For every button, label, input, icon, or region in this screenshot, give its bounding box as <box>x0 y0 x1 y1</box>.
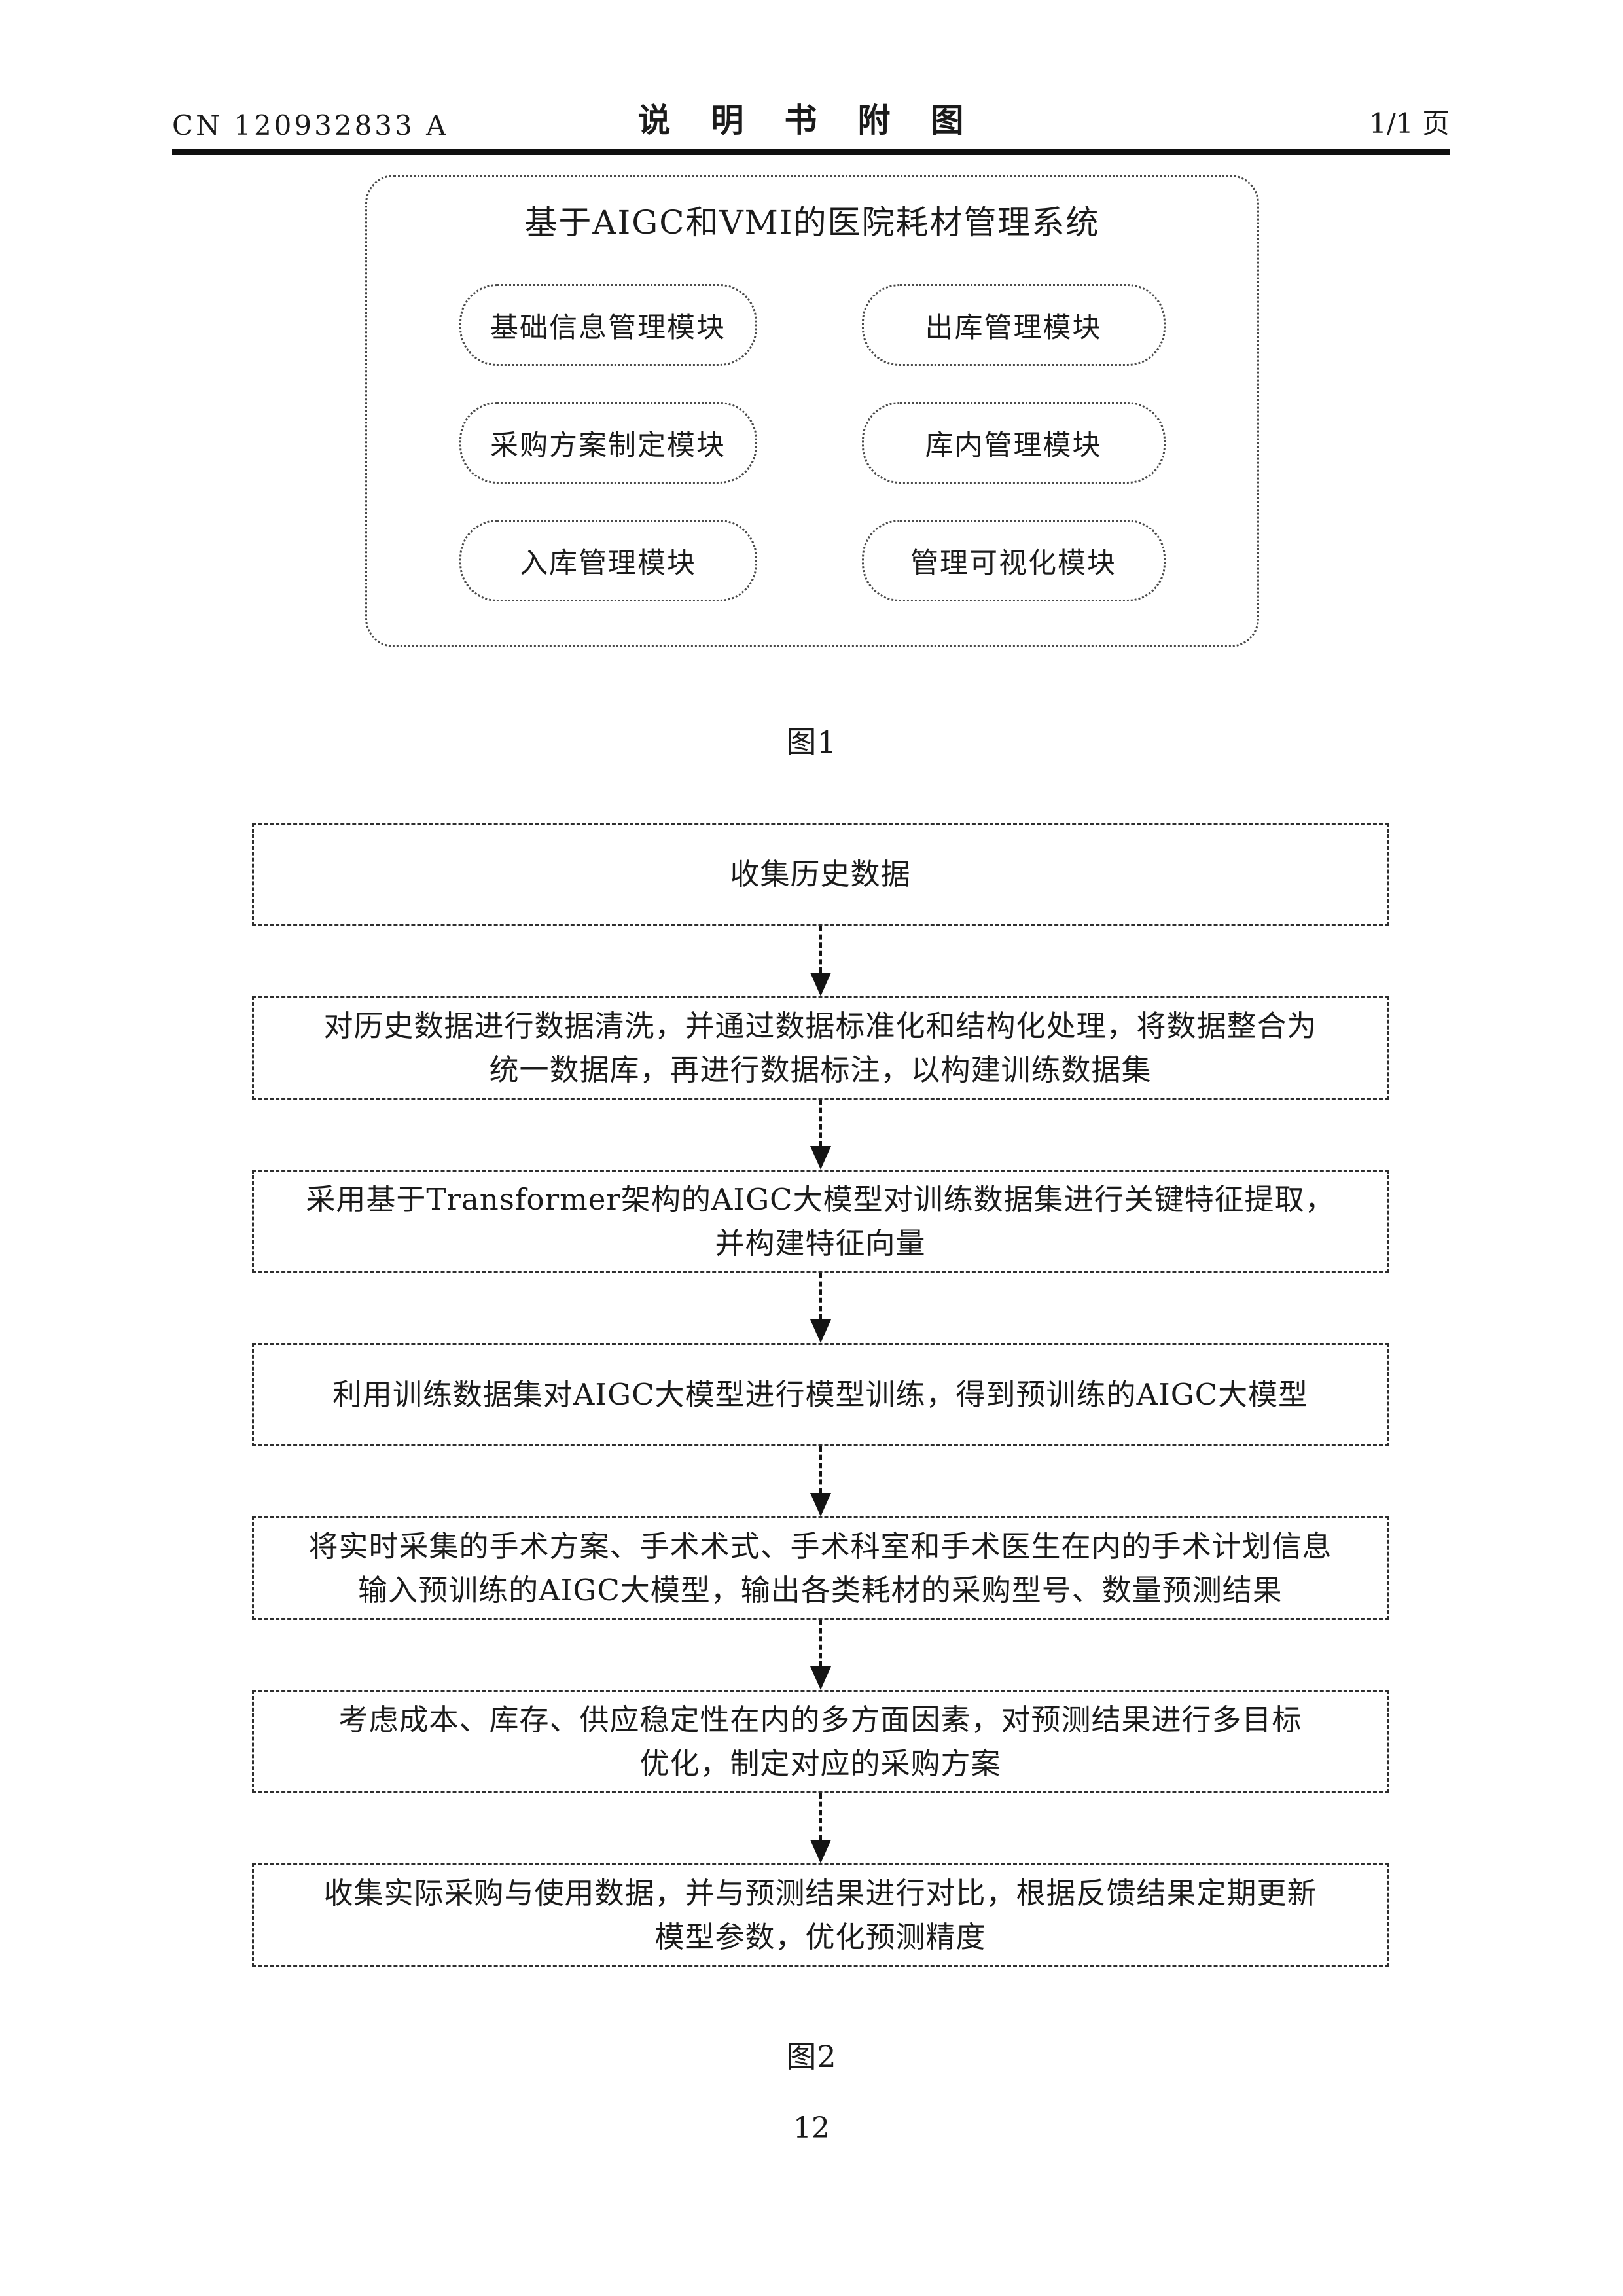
module-box-outbound-management: 出库管理模块 <box>861 284 1166 366</box>
flow-arrow-5 <box>810 1620 831 1690</box>
arrow-head-icon <box>810 1840 831 1863</box>
page-number: 12 <box>793 2111 830 2145</box>
system-title: 基于AIGC和VMI的医院耗材管理系统 <box>524 204 1100 242</box>
arrow-shaft <box>819 1100 822 1146</box>
arrow-shaft <box>819 1273 822 1319</box>
module-grid: 基础信息管理模块 出库管理模块 采购方案制定模块 库内管理模块 入库管理模块 管… <box>367 284 1257 601</box>
flow-arrow-4 <box>810 1446 831 1516</box>
flow-step-6: 考虑成本、库存、供应稳定性在内的多方面因素，对预测结果进行多目标 优化，制定对应… <box>252 1690 1389 1793</box>
flow-arrow-1 <box>810 926 831 996</box>
flow-arrow-3 <box>810 1273 831 1343</box>
figure1-system-diagram: 基于AIGC和VMI的医院耗材管理系统 基础信息管理模块 出库管理模块 采购方案… <box>365 175 1259 647</box>
figure2-flowchart: 收集历史数据 对历史数据进行数据清洗，并通过数据标准化和结构化处理，将数据整合为… <box>252 823 1389 1967</box>
flow-step-1: 收集历史数据 <box>252 823 1389 926</box>
figure2-caption: 图2 <box>786 2039 837 2074</box>
module-box-procurement-plan: 采购方案制定模块 <box>459 402 757 484</box>
arrow-head-icon <box>810 973 831 996</box>
arrow-shaft <box>819 1620 822 1666</box>
page-header: CN 120932833 A 说明书附图 1/1 页 <box>172 101 1450 141</box>
arrow-head-icon <box>810 1146 831 1170</box>
flow-arrow-2 <box>810 1100 831 1170</box>
flow-arrow-6 <box>810 1793 831 1863</box>
arrow-head-icon <box>810 1666 831 1690</box>
arrow-head-icon <box>810 1319 831 1343</box>
document-title: 说明书附图 <box>637 101 1005 139</box>
module-box-visualization: 管理可视化模块 <box>861 520 1166 601</box>
flow-step-3: 采用基于Transformer架构的AIGC大模型对训练数据集进行关键特征提取，… <box>252 1170 1389 1273</box>
module-box-inbound-management: 入库管理模块 <box>459 520 757 601</box>
module-box-basic-info: 基础信息管理模块 <box>459 284 757 366</box>
flow-step-5: 将实时采集的手术方案、手术术式、手术科室和手术医生在内的手术计划信息 输入预训练… <box>252 1516 1389 1620</box>
header-rule <box>172 149 1450 155</box>
module-box-warehouse-management: 库内管理模块 <box>861 402 1166 484</box>
flow-step-4: 利用训练数据集对AIGC大模型进行模型训练，得到预训练的AIGC大模型 <box>252 1343 1389 1446</box>
flow-step-7: 收集实际采购与使用数据，并与预测结果进行对比，根据反馈结果定期更新 模型参数，优… <box>252 1863 1389 1967</box>
figure1-caption: 图1 <box>786 725 837 760</box>
arrow-shaft <box>819 926 822 973</box>
flow-step-2: 对历史数据进行数据清洗，并通过数据标准化和结构化处理，将数据整合为 统一数据库，… <box>252 996 1389 1100</box>
arrow-shaft <box>819 1446 822 1493</box>
arrow-shaft <box>819 1793 822 1840</box>
arrow-head-icon <box>810 1493 831 1516</box>
page-indicator: 1/1 页 <box>1369 107 1450 139</box>
publication-number: CN 120932833 A <box>172 109 449 141</box>
